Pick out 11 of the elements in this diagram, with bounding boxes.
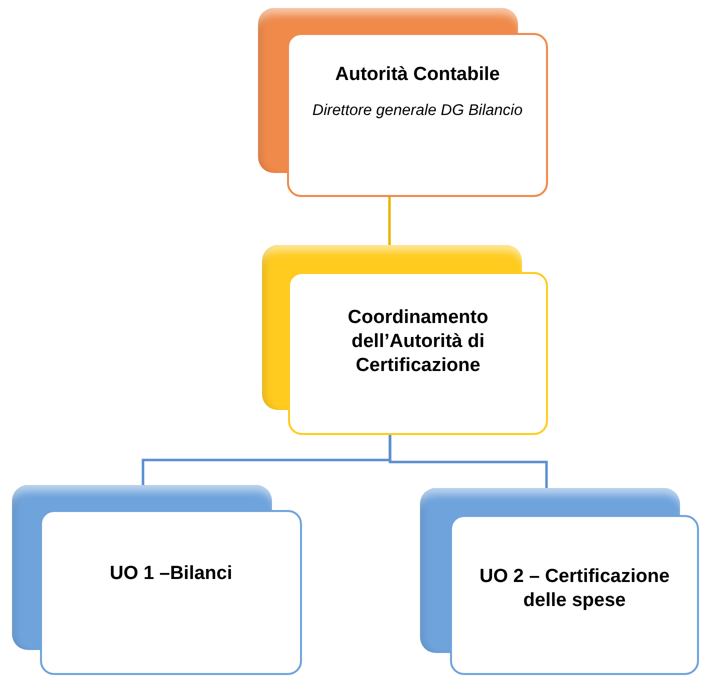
org-chart-box — [420, 488, 699, 675]
org-chart-box — [262, 245, 548, 435]
box-title: UO 1 –Bilanci — [110, 562, 232, 586]
box-title: Autorità Contabile — [335, 63, 500, 87]
box-title: Coordinamento dell’Autorità di Certificazione — [346, 306, 490, 378]
box-title: UO 2 – Certificazione delle spese — [478, 565, 671, 612]
connector-line — [388, 197, 391, 245]
box-subtitle: Direttore generale DG Bilancio — [312, 100, 523, 121]
connector-line — [388, 435, 548, 488]
org-chart-box — [258, 8, 548, 197]
org-chart-box — [12, 485, 302, 675]
